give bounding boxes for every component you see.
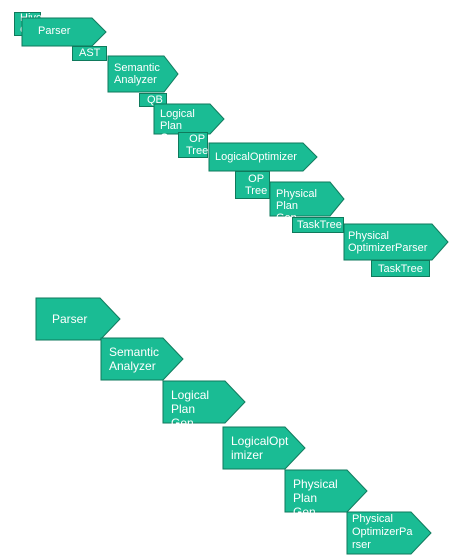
bottom-logical-optimizer-label: LogicalOpt imizer (231, 434, 289, 462)
semantic-analyzer-label: Semantic Analyzer (114, 62, 160, 86)
op-tree-label-1: OP Tree (186, 133, 209, 157)
ast-box (72, 46, 107, 61)
physical-optimizer-parser-label: Physical OptimizerParser (348, 230, 428, 254)
bottom-parser-label: Parser (52, 312, 88, 326)
bottom-physical-optimizer-parser-label: Physical OptimizerPa rser (352, 513, 413, 551)
bottom-logical-plan-gen-label: Logical Plan Gen. (171, 388, 210, 430)
logical-plan-gen-label: Logical Plan Gen. (160, 108, 195, 144)
task-tree-label-1: TaskTree (297, 219, 342, 231)
op-tree-box-1 (178, 132, 208, 158)
logical-optimizer-label: LogicalOptimizer (215, 151, 297, 163)
qb-label: QB (147, 94, 163, 106)
ast-label: AST (79, 47, 101, 59)
parser-label: Parser (38, 25, 71, 37)
task-tree-label-2: TaskTree (378, 263, 423, 275)
op-tree-label-2: OP Tree (245, 173, 268, 197)
qb-box (139, 93, 167, 107)
bottom-physical-plan-gen-label: Physical Plan Gen (293, 477, 338, 519)
task-tree-box-2 (371, 260, 430, 277)
bottom-semantic-analyzer-label: Semantic Analyzer (109, 345, 160, 373)
physical-plan-gen-label: Physical Plan Gen. (276, 188, 317, 224)
